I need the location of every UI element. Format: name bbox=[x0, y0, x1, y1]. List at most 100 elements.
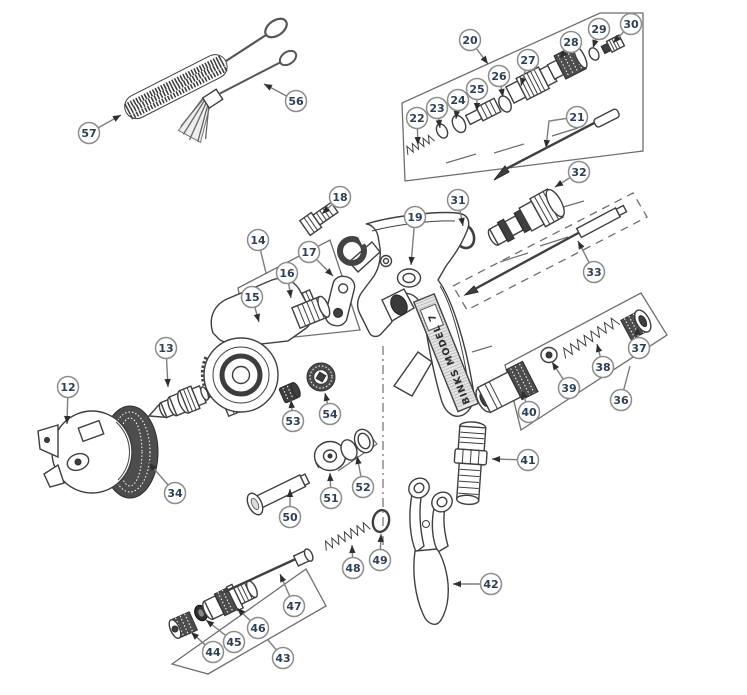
svg-text:52: 52 bbox=[355, 481, 370, 494]
gun-head-15 bbox=[200, 277, 331, 418]
svg-text:33: 33 bbox=[586, 266, 601, 279]
valve-nut-53 bbox=[278, 381, 301, 404]
callout-24: 24 bbox=[446, 88, 470, 120]
callout-28: 28 bbox=[559, 30, 583, 60]
callout-18: 18 bbox=[321, 185, 352, 215]
svg-text:49: 49 bbox=[372, 554, 387, 567]
air-cap-assembly bbox=[37, 405, 159, 499]
o-ring-49 bbox=[371, 508, 391, 534]
packing-gland-46 bbox=[202, 580, 258, 621]
callout-16: 16 bbox=[275, 261, 299, 299]
fluid-needle-21 bbox=[493, 108, 620, 181]
callout-30: 30 bbox=[612, 12, 643, 44]
callout-31: 31 bbox=[446, 188, 470, 227]
callout-54: 54 bbox=[318, 392, 342, 426]
group-box-20 bbox=[401, 12, 644, 182]
callout-12: 12 bbox=[56, 375, 80, 425]
brush-loop-handle bbox=[278, 49, 298, 67]
callout-40: 40 bbox=[517, 389, 541, 424]
air-valve-assembly-32 bbox=[487, 188, 565, 246]
washer-39 bbox=[540, 346, 558, 364]
svg-text:51: 51 bbox=[323, 492, 338, 505]
hex-bolt-18 bbox=[298, 201, 339, 237]
svg-text:28: 28 bbox=[563, 36, 578, 49]
callout-43: 43 bbox=[267, 639, 295, 670]
callout-37: 37 bbox=[627, 326, 651, 360]
svg-text:18: 18 bbox=[332, 191, 347, 204]
svg-text:20: 20 bbox=[462, 34, 478, 47]
callout-46: 46 bbox=[236, 607, 270, 640]
ring-26 bbox=[498, 95, 512, 113]
callout-26: 26 bbox=[487, 64, 511, 98]
svg-text:21: 21 bbox=[569, 111, 584, 124]
callout-56: 56 bbox=[263, 83, 308, 113]
callout-20: 20 bbox=[458, 28, 489, 65]
fluid-tube-opening bbox=[390, 294, 408, 316]
group-box-36 bbox=[504, 292, 668, 432]
callout-48: 48 bbox=[341, 544, 365, 580]
washer-23 bbox=[435, 123, 449, 139]
needle-spring-38 bbox=[562, 317, 621, 359]
svg-text:15: 15 bbox=[244, 291, 259, 304]
fluid-inlet-41 bbox=[453, 421, 488, 506]
svg-text:57: 57 bbox=[81, 127, 96, 140]
callout-39: 39 bbox=[551, 361, 581, 400]
svg-text:22: 22 bbox=[409, 112, 424, 125]
svg-text:36: 36 bbox=[613, 394, 629, 407]
tassel-brush bbox=[177, 49, 298, 144]
callout-22: 22 bbox=[405, 106, 429, 146]
svg-text:50: 50 bbox=[282, 511, 298, 524]
svg-text:27: 27 bbox=[520, 54, 535, 67]
svg-text:31: 31 bbox=[450, 194, 465, 207]
washers-52 bbox=[340, 428, 375, 461]
svg-text:54: 54 bbox=[322, 408, 338, 421]
callout-42: 42 bbox=[453, 572, 503, 596]
packing-screw-50 bbox=[246, 473, 311, 516]
stud-plate-17 bbox=[324, 275, 356, 327]
svg-text:16: 16 bbox=[279, 267, 295, 280]
callout-25: 25 bbox=[465, 77, 489, 111]
callout-51: 51 bbox=[319, 472, 343, 510]
svg-text:47: 47 bbox=[286, 600, 301, 613]
svg-text:37: 37 bbox=[631, 342, 646, 355]
svg-text:25: 25 bbox=[469, 83, 484, 96]
washer-24 bbox=[451, 114, 467, 134]
callout-47: 47 bbox=[279, 573, 306, 618]
svg-text:46: 46 bbox=[250, 622, 266, 635]
callout-21: 21 bbox=[543, 105, 589, 149]
fluid-nozzle-13 bbox=[147, 385, 210, 419]
alignment-dashes bbox=[445, 127, 585, 353]
svg-text:39: 39 bbox=[561, 382, 576, 395]
air-cap-horn bbox=[43, 463, 65, 488]
svg-text:17: 17 bbox=[301, 246, 316, 259]
svg-text:19: 19 bbox=[407, 211, 422, 224]
group-box-33 bbox=[452, 192, 648, 311]
svg-text:13: 13 bbox=[158, 342, 173, 355]
callout-19: 19 bbox=[403, 205, 427, 266]
callout-27: 27 bbox=[516, 48, 540, 87]
svg-text:44: 44 bbox=[205, 646, 221, 659]
callout-57: 57 bbox=[77, 114, 122, 145]
callout-14: 14 bbox=[246, 228, 270, 274]
knurled-nut-54 bbox=[306, 362, 336, 392]
callout-44: 44 bbox=[190, 631, 225, 664]
svg-text:14: 14 bbox=[250, 234, 266, 247]
svg-text:38: 38 bbox=[595, 361, 610, 374]
callout-36: 36 bbox=[609, 365, 633, 412]
svg-text:29: 29 bbox=[591, 23, 606, 36]
knurled-cap-37 bbox=[620, 309, 652, 341]
callout-50: 50 bbox=[278, 489, 302, 529]
callout-53: 53 bbox=[281, 399, 305, 433]
svg-text:32: 32 bbox=[571, 166, 586, 179]
needle-spring-48 bbox=[324, 521, 371, 551]
svg-text:42: 42 bbox=[483, 578, 498, 591]
svg-text:43: 43 bbox=[275, 652, 290, 665]
svg-text:48: 48 bbox=[345, 562, 360, 575]
callout-29: 29 bbox=[587, 17, 611, 49]
callout-49: 49 bbox=[368, 533, 392, 572]
callout-23: 23 bbox=[425, 96, 449, 129]
svg-text:56: 56 bbox=[288, 95, 304, 108]
trigger-stud-spur bbox=[392, 351, 433, 397]
